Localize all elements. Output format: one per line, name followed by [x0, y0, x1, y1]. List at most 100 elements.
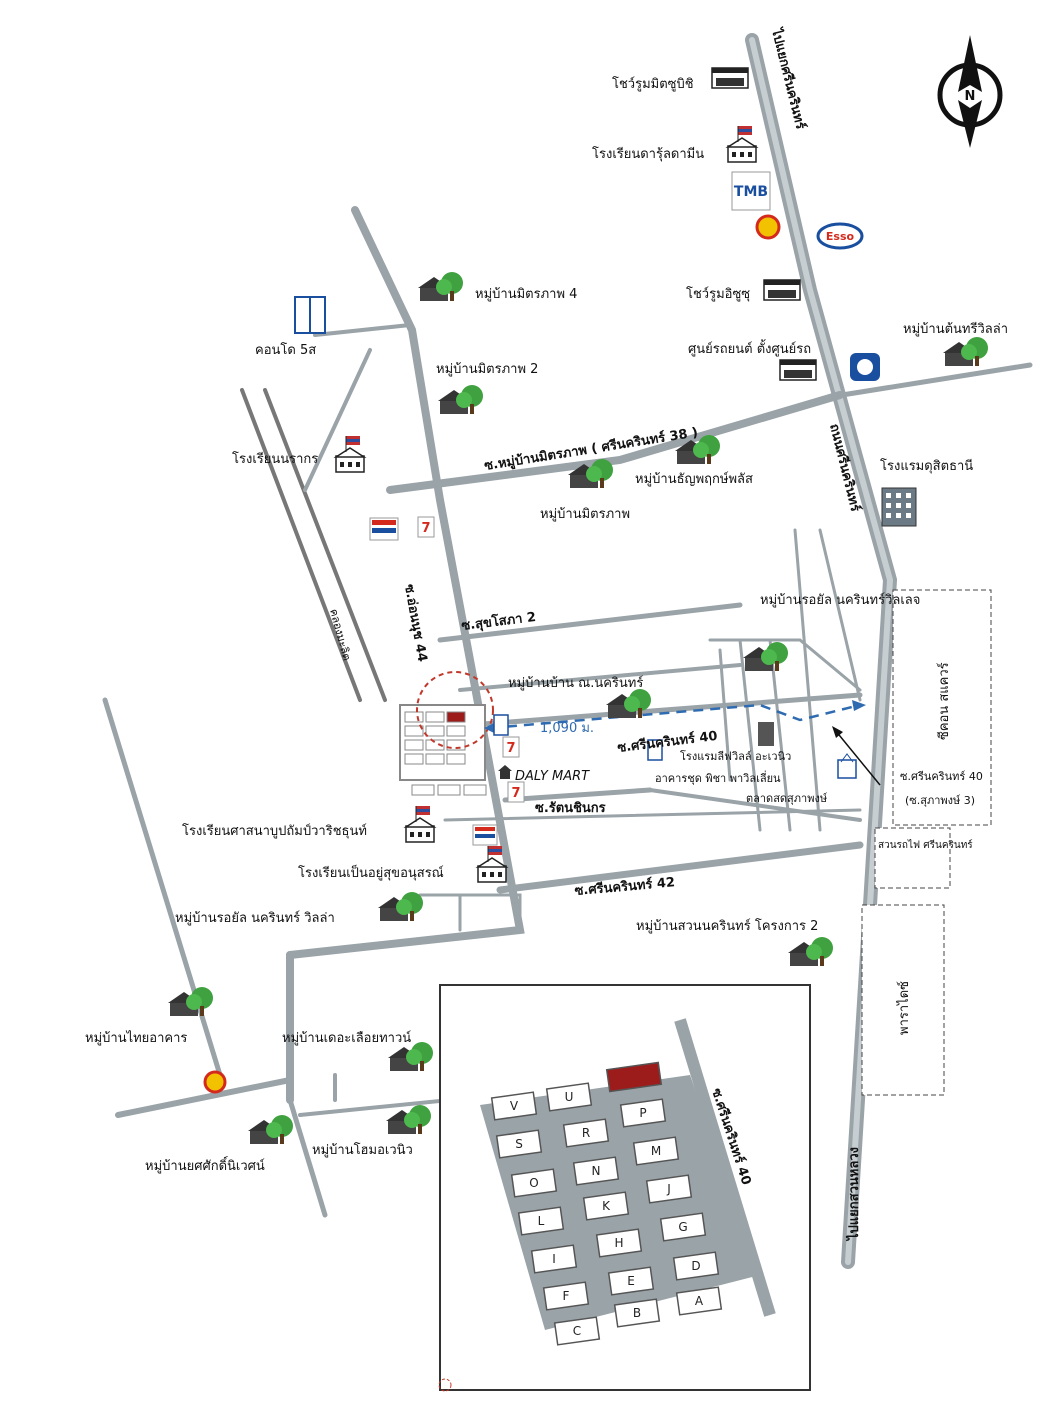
tree-icon — [418, 272, 463, 301]
icons: TMB Esso 7 7 7 — [168, 67, 988, 1144]
seven-eleven-icon: 7 — [502, 736, 520, 758]
place-village-mitrapap-2: หมู่บ้านมิตรภาพ 2 — [436, 362, 538, 377]
esso-logo: Esso — [816, 222, 864, 250]
place-hotel-dusit: โรงแรมดุสิตธานี — [880, 458, 973, 474]
place-train-park: สวนรถไฟ ศรีนครินทร์ — [878, 839, 973, 851]
tree-icon — [386, 1105, 431, 1134]
hotel-icon — [881, 487, 917, 527]
tree-icon — [438, 385, 483, 414]
road-east-branch — [839, 362, 1033, 398]
showroom-icon — [711, 67, 749, 89]
arrow-to-soi40 — [832, 726, 881, 786]
condo-icon — [294, 296, 326, 334]
tmb-logo: TMB — [731, 171, 771, 211]
place-hotel-livwell: โรงแรมลีฟวิลล์ อะเวนิว — [680, 749, 791, 763]
compass: N — [937, 35, 1003, 148]
paradise-box — [861, 904, 945, 1096]
tree-icon — [248, 1115, 293, 1144]
highlight-circle — [416, 671, 494, 749]
svg-text:7: 7 — [511, 786, 520, 801]
road-rattanachinakorn — [502, 787, 653, 803]
road-soi-mitrapap — [386, 391, 844, 494]
road-label-to-suan-luang: ไปแยกสวนหลวง — [845, 1147, 862, 1242]
place-labels: โชว์รูมมิตซูบิชิ โรงเรียนดารุ้ลดามีน หมู… — [85, 76, 1008, 1174]
tesco-icon — [472, 824, 498, 846]
inset-lots — [490, 1061, 723, 1346]
project-block — [399, 671, 494, 796]
road-soi-onnut-44 — [286, 206, 525, 959]
place-village-ban-nakarin: หมู่บ้านบ้าน ณ.นครินทร์ — [508, 675, 643, 691]
svg-text:7: 7 — [421, 521, 430, 536]
lot-label: M — [651, 1144, 661, 1158]
svg-text:7: 7 — [506, 741, 515, 756]
lot-label: B — [633, 1306, 641, 1320]
place-market-supapong: ตลาดสดสุภาพงษ์ — [746, 792, 827, 805]
lot-label: I — [552, 1252, 556, 1266]
condo-icon — [493, 714, 509, 736]
place-village-yossak: หมู่บ้านยศศักดิ์นิเวศน์ — [145, 1156, 265, 1174]
inset-box: V U S R P O N M L K J I H G F E D C B A … — [438, 984, 811, 1392]
lot-label: G — [678, 1220, 687, 1234]
hotel-icon — [758, 722, 774, 746]
place-village-thai-akan: หมู่บ้านไทยอาคาร — [85, 1030, 187, 1046]
tree-icon — [378, 892, 423, 921]
school-icon — [405, 805, 435, 843]
place-village-thanya: หมู่บ้านธัญพฤกษ์พลัส — [635, 471, 753, 487]
place-village-mitrapap: หมู่บ้านมิตรภาพ — [540, 507, 630, 522]
place-showroom-isuzu: โชว์รูมอิซูซุ — [686, 286, 750, 302]
place-school-pen: โรงเรียนเป็นอยู่สุขอนุสรณ์ — [298, 863, 444, 881]
school-icon — [727, 125, 757, 163]
route: 1,090 ม. — [484, 700, 866, 736]
place-school-naraak: โรงเรียนนรากร — [232, 451, 318, 467]
road-label-soi-onnut-44: ซ.อ่อนนุช 44 — [401, 583, 429, 663]
place-showroom-mitsubishi: โชว์รูมมิตซูบิชิ — [612, 76, 694, 92]
lot-label: D — [691, 1259, 700, 1273]
lot-label: U — [565, 1090, 574, 1104]
road-canal-left — [240, 388, 362, 702]
lot-label: E — [627, 1274, 635, 1288]
seacon-box — [892, 589, 992, 826]
seven-eleven-icon: 7 — [507, 781, 525, 803]
lot-label: S — [515, 1137, 523, 1151]
tree-icon — [743, 642, 788, 671]
condo-icon — [647, 739, 663, 761]
lot-label: V — [510, 1099, 519, 1113]
school-icon — [477, 845, 507, 883]
train-park-box — [874, 827, 951, 889]
lot-label: P — [639, 1106, 646, 1120]
place-village-the-legend: หมู่บ้านเดอะเลือยทาวน์ — [282, 1030, 411, 1046]
place-village-mitrapap-4: หมู่บ้านมิตรภาพ 4 — [475, 287, 577, 302]
lot-label: L — [538, 1214, 545, 1228]
place-building-pitcha: อาคารชุด พิชา พาวิลเลี่ยน — [655, 770, 781, 785]
road-soi-srinakarin-40 — [467, 692, 863, 728]
lot-label: C — [573, 1324, 581, 1338]
inset-lot-labels: V U S R P O N M L K J I H G F E D C B A — [510, 1090, 704, 1338]
school-icon — [335, 435, 365, 473]
ptt-icon — [850, 353, 880, 381]
road-canal-right — [263, 388, 387, 702]
lot-label: F — [563, 1289, 570, 1303]
road-label-rattanachinakorn: ซ.รัตนชินกร — [535, 801, 606, 816]
lot-label: A — [695, 1294, 704, 1308]
place-paradise-park: พาราไดซ์ — [896, 981, 912, 1035]
distance-label: 1,090 ม. — [540, 721, 594, 736]
place-school-darul: โรงเรียนดารุ้ลดามีน — [592, 146, 704, 162]
showroom-icon — [779, 359, 817, 381]
lot-label: J — [666, 1182, 671, 1196]
road-srinakarin-42 — [496, 841, 864, 894]
place-village-tonkhao: หมู่บ้านต้นทรีวิลล่า — [903, 321, 1008, 337]
seven-eleven-icon: 7 — [417, 516, 435, 538]
canal-label: คลองมะลิต — [327, 607, 353, 662]
roads — [102, 33, 1033, 1269]
svg-text:Esso: Esso — [826, 230, 855, 243]
tree-icon — [943, 337, 988, 366]
market-icon — [837, 753, 857, 779]
east-boxes — [861, 589, 992, 1096]
place-village-royal-villa: หมู่บ้านรอยัล นครินทร์ วิลล่า — [175, 910, 335, 926]
place-school-sasana: โรงเรียนศาสนาบูปถัมป์วาริชธุนท์ — [182, 823, 367, 839]
place-condo-5: คอนโด 5ส — [255, 342, 316, 358]
shell-icon — [203, 1070, 227, 1094]
lot-label: H — [614, 1236, 623, 1250]
lot-label: R — [582, 1126, 590, 1140]
